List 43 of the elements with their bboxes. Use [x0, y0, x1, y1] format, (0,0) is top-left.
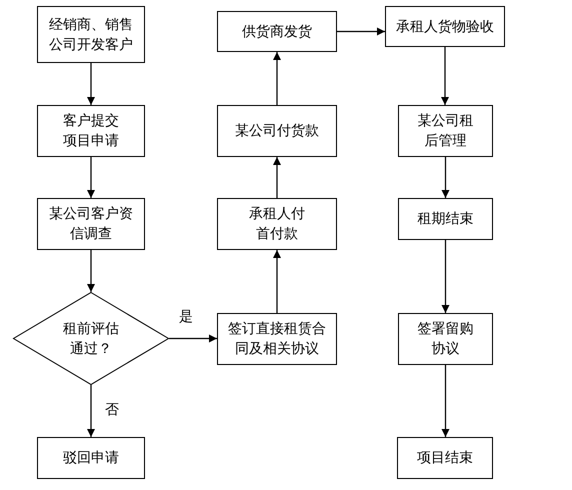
arrow: [273, 250, 281, 313]
process-box: [398, 105, 493, 157]
arrow: [337, 28, 385, 36]
process-box: [37, 198, 145, 250]
arrow: [87, 63, 95, 105]
process-box: [37, 6, 145, 63]
step-text: 某公司客户资信调查: [49, 205, 133, 244]
arrow: [442, 157, 450, 198]
step-text: 租期结束: [416, 210, 474, 229]
step-text: 某公司租后管理: [418, 112, 474, 151]
decision-diamond: [13, 292, 169, 385]
arrow: [169, 334, 217, 342]
step-text: 供货商发货: [241, 22, 313, 42]
arrow: [441, 47, 449, 105]
arrow: [87, 157, 95, 198]
process-box: [397, 437, 493, 479]
step-text: 客户提交项目申请: [63, 112, 119, 151]
edge-label: 否: [104, 402, 120, 418]
step-text: 项目结束: [416, 449, 474, 468]
step-text: 签署留购协议: [418, 320, 474, 359]
step-text: 经销商、销售公司开发客户: [49, 16, 133, 54]
arrow: [273, 157, 281, 198]
process-box: [217, 313, 337, 365]
step-text: 承租人货物验收: [395, 18, 495, 36]
arrow: [87, 250, 95, 292]
process-box: [217, 105, 337, 157]
process-box: [37, 437, 145, 479]
arrow: [442, 240, 450, 313]
step-text: 签订直接租赁合同及相关协议: [228, 320, 326, 359]
arrow: [273, 52, 281, 105]
process-box: [398, 313, 493, 365]
step-text: 驳回申请: [62, 449, 120, 468]
process-box: [385, 6, 505, 47]
step-text: 租前评估通过？: [63, 320, 119, 358]
arrow: [442, 365, 450, 437]
arrow: [87, 385, 95, 437]
step-text: 承租人付首付款: [249, 205, 305, 244]
process-box: [217, 198, 337, 250]
process-box: [37, 105, 145, 157]
step-text: 某公司付货款: [234, 122, 320, 141]
process-box: [398, 198, 493, 240]
edge-label: 是: [178, 309, 194, 325]
process-box: [217, 11, 337, 52]
